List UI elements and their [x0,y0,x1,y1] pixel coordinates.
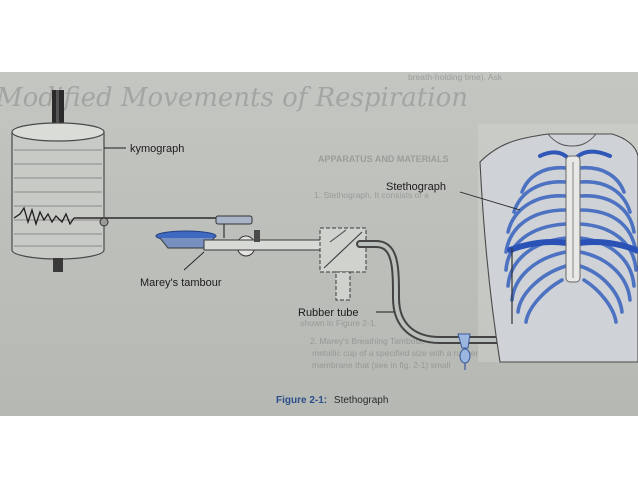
bg-subheading: APPARATUS AND MATERIALS [318,154,449,164]
figure-caption: Figure 2-1: Stethograph [276,395,388,406]
stethograph-label: Stethograph [386,181,446,193]
marey-label: Marey's tambour [140,277,222,289]
rubber-tube-label: Rubber tube [298,307,359,319]
rib-cage [479,133,638,363]
mareys-tambour [155,224,335,257]
kymograph-drum [11,90,105,272]
caption-text: Stethograph [334,395,389,406]
textbook-photo: breath-holding time). Ask Modified Movem… [0,72,638,416]
kymograph-label: kymograph [130,143,184,155]
bg-line-3: metallic cup of a specified size with a … [312,348,478,358]
stethograph-diagram: breath-holding time). Ask Modified Movem… [0,72,638,406]
bg-line-2: 2. Marey's Breathing Tambour. The tambou… [310,336,484,346]
bg-top-fragment: breath-holding time). Ask [408,72,503,82]
stand-clamp [319,227,367,301]
lever-block [215,215,253,225]
release-valve [459,348,471,364]
caption-prefix: Figure 2-1: [276,395,327,406]
lever-pivot [99,217,109,227]
bg-line-1: 1. Stethograph. It consists of a [314,190,429,200]
stethograph-leader [459,191,521,211]
tube-t-junction [457,333,471,349]
bg-heading: Modified Movements of Respiration [0,83,468,113]
bg-line-5: shown in Figure 2-1. [300,318,377,328]
bg-line-4: membrane that (see in fig. 2-1) small [312,360,451,370]
marey-leader [183,251,205,271]
